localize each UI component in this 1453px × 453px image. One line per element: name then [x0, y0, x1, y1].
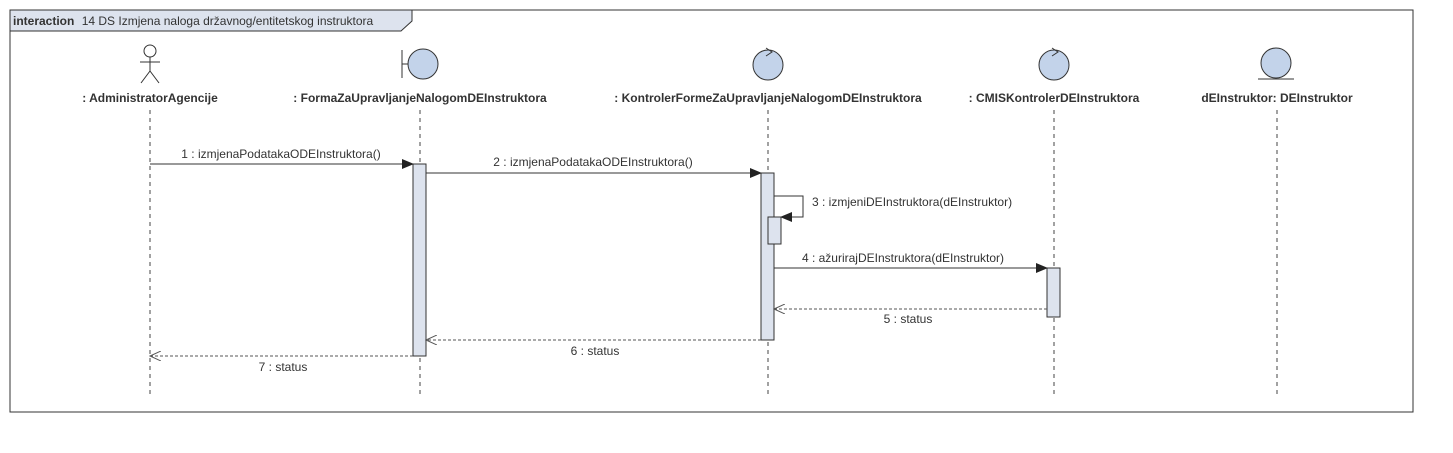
activation-kontroler-self	[767, 216, 782, 245]
message-1: 1 : izmjenaPodatakaODEInstruktora()	[150, 147, 414, 169]
message-label: 2 : izmjenaPodatakaODEInstruktora()	[493, 155, 692, 169]
actor-icon	[140, 44, 160, 84]
lifeline-name-cmis: : CMISKontrolerDEInstruktora	[969, 91, 1140, 105]
frame-title: 14 DS Izmjena naloga državnog/entitetsko…	[82, 14, 374, 28]
lifeline-name-kontroler: : KontrolerFormeZaUpravljanjeNalogomDEIn…	[614, 91, 922, 105]
message-label: 6 : status	[571, 344, 620, 358]
interaction-frame: interaction 14 DS Izmjena naloga državno…	[9, 9, 1414, 413]
message-2: 2 : izmjenaPodatakaODEInstruktora()	[426, 155, 762, 178]
svg-text:interaction 14 DS Izmjen: interaction 14 DS Izmjena naloga državno…	[13, 14, 374, 28]
frame-keyword: interaction	[13, 14, 74, 28]
activation-forma	[412, 163, 427, 357]
message-7: 7 : status	[150, 356, 413, 374]
message-6: 6 : status	[426, 340, 761, 358]
message-label: 3 : izmjeniDEInstruktora(dEInstruktor)	[812, 195, 1012, 209]
control-icon	[1038, 47, 1070, 81]
message-label: 5 : status	[884, 312, 933, 326]
control-icon	[752, 47, 784, 81]
lifeline-name-admin: : AdministratorAgencije	[82, 91, 218, 105]
message-label: 7 : status	[259, 360, 308, 374]
frame-header	[9, 9, 413, 32]
frame-border	[9, 9, 1414, 413]
lifeline-name-entity: dEInstruktor: DEInstruktor	[1201, 91, 1353, 105]
message-label: 1 : izmjenaPodatakaODEInstruktora()	[181, 147, 380, 161]
boundary-icon	[401, 48, 439, 80]
message-4: 4 : ažurirajDEInstruktora(dEInstruktor)	[774, 251, 1048, 273]
entity-icon	[1258, 47, 1294, 80]
message-label: 4 : ažurirajDEInstruktora(dEInstruktor)	[802, 251, 1004, 265]
activation-kontroler	[760, 172, 775, 341]
lifeline-name-forma: : FormaZaUpravljanjeNalogomDEInstruktora	[293, 91, 547, 105]
message-3: 3 : izmjeniDEInstruktora(dEInstruktor)	[774, 195, 1012, 222]
message-5: 5 : status	[774, 309, 1047, 326]
activation-cmis	[1046, 267, 1061, 318]
